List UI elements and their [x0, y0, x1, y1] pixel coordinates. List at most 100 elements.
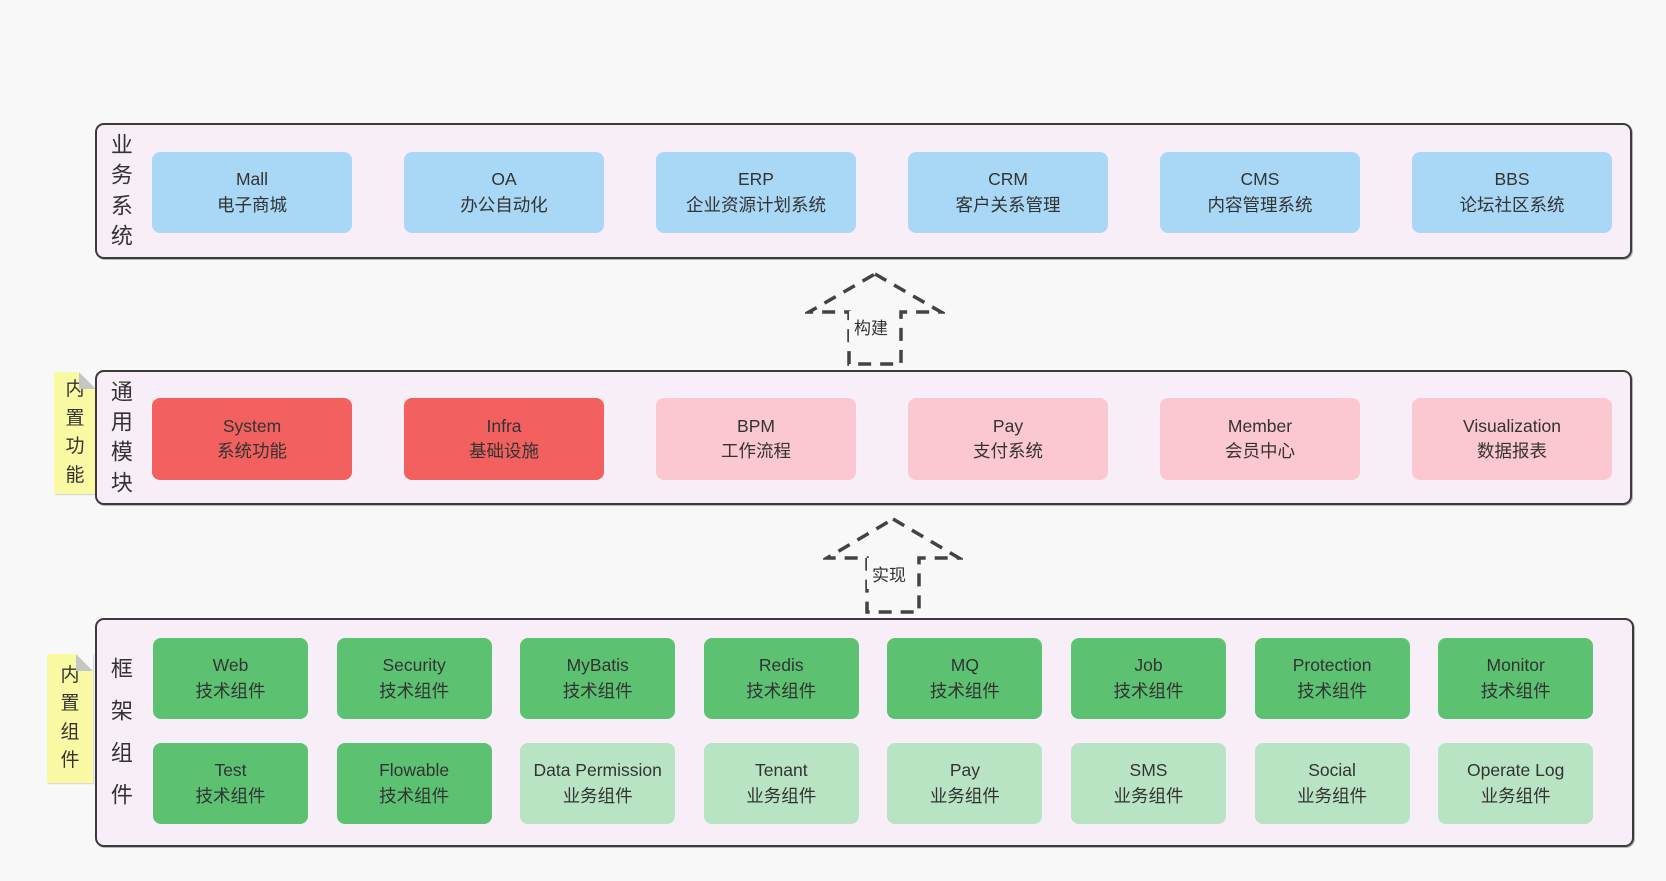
box-pay: Pay 业务组件 — [887, 743, 1043, 824]
layer-common-modules: 通用模块 System 系统功能 Infra 基础设施 BPM 工作流程 Pay 支付系统 Me… — [95, 370, 1632, 505]
box-system: System 系统功能 — [152, 398, 352, 480]
box-title: ERP — [738, 169, 774, 190]
box-mq: MQ 技术组件 — [887, 638, 1043, 719]
box-title: MQ — [950, 655, 979, 676]
box-subtitle: 业务组件 — [1113, 785, 1184, 806]
box-title: Protection — [1292, 655, 1372, 676]
box-protection: Protection 技术组件 — [1254, 638, 1410, 719]
box-subtitle: 技术组件 — [1480, 680, 1551, 701]
box-mall: Mall 电子商城 — [152, 152, 352, 233]
box-web: Web 技术组件 — [153, 638, 308, 719]
box-title: BBS — [1494, 169, 1530, 190]
sticky-note-text: 内置功能 — [65, 379, 85, 486]
box-social: Social 业务组件 — [1254, 743, 1410, 824]
box-data-permission: Data Permission 业务组件 — [520, 743, 676, 824]
layer-label: 通用模块 — [110, 378, 133, 495]
sticky-note-builtin-features: 内置功能 — [54, 372, 96, 494]
box-sms: SMS 业务组件 — [1071, 743, 1226, 824]
box-title: Mall — [235, 169, 269, 190]
layer-label: 业务系统 — [110, 132, 133, 249]
box-title: Pay — [992, 415, 1024, 436]
box-title: Job — [1134, 655, 1163, 676]
box-subtitle: 技术组件 — [1297, 680, 1368, 701]
box-flowable: Flowable 技术组件 — [336, 743, 492, 824]
box-visualization: Visualization 数据报表 — [1412, 398, 1612, 480]
box-title: OA — [491, 169, 517, 190]
box-title: MyBatis — [566, 655, 629, 676]
box-member: Member 会员中心 — [1160, 398, 1360, 480]
layer-business-systems: 业务系统 Mall 电子商城 OA 办公自动化 ERP 企业资源计划系统 CRM 客户关系管理… — [95, 123, 1632, 259]
box-title: Flowable — [379, 760, 450, 781]
box-title: SMS — [1129, 760, 1168, 781]
box-subtitle: 企业资源计划系统 — [686, 194, 826, 215]
arrow-build-label: 构建 — [849, 311, 893, 342]
box-subtitle: 电子商城 — [217, 194, 287, 215]
box-mybatis: MyBatis 技术组件 — [520, 638, 676, 719]
box-subtitle: 客户关系管理 — [955, 194, 1061, 215]
box-title: Monitor — [1486, 655, 1545, 676]
box-subtitle: 技术组件 — [929, 680, 1000, 701]
box-job: Job 技术组件 — [1071, 638, 1226, 719]
box-operate-log: Operate Log 业务组件 — [1438, 743, 1594, 824]
box-title: CRM — [988, 169, 1028, 190]
box-subtitle: 内容管理系统 — [1207, 194, 1313, 215]
box-subtitle: 技术组件 — [746, 680, 817, 701]
layer-boxes: System 系统功能 Infra 基础设施 BPM 工作流程 Pay 支付系统 Member 会… — [97, 372, 1630, 503]
box-title: Social — [1308, 760, 1356, 781]
sticky-note-builtin-components: 内置组件 — [47, 654, 93, 783]
box-subtitle: 业务组件 — [1297, 785, 1368, 806]
sticky-fold-cut — [79, 372, 96, 389]
box-bbs: BBS 论坛社区系统 — [1412, 152, 1612, 233]
box-title: Test — [214, 760, 247, 781]
box-title: Pay — [949, 760, 980, 781]
box-subtitle: 系统功能 — [217, 441, 287, 461]
box-subtitle: 技术组件 — [195, 785, 266, 806]
box-subtitle: 工作流程 — [721, 441, 791, 461]
box-subtitle: 技术组件 — [379, 680, 450, 701]
box-subtitle: 技术组件 — [379, 785, 450, 806]
box-subtitle: 业务组件 — [746, 785, 817, 806]
box-title: Infra — [486, 415, 522, 436]
box-title: Operate Log — [1467, 760, 1565, 781]
box-subtitle: 业务组件 — [929, 785, 1000, 806]
box-cms: CMS 内容管理系统 — [1160, 152, 1360, 233]
box-subtitle: 办公自动化 — [460, 194, 548, 215]
box-test: Test 技术组件 — [153, 743, 308, 824]
sticky-fold-cut — [76, 654, 93, 671]
box-subtitle: 论坛社区系统 — [1459, 194, 1565, 215]
box-subtitle: 技术组件 — [195, 680, 266, 701]
box-title: Data Permission — [533, 760, 662, 781]
box-tenant: Tenant 业务组件 — [703, 743, 859, 824]
box-subtitle: 技术组件 — [562, 680, 633, 701]
box-title: Redis — [758, 655, 804, 676]
box-subtitle: 业务组件 — [1480, 785, 1551, 806]
box-pay: Pay 支付系统 — [908, 398, 1108, 480]
box-subtitle: 数据报表 — [1477, 441, 1547, 461]
arrow-implement-icon — [823, 516, 963, 614]
box-subtitle: 支付系统 — [973, 441, 1043, 461]
box-security: Security 技术组件 — [336, 638, 492, 719]
arrow-implement-label: 实现 — [867, 558, 911, 589]
layer-label: 框架组件 — [110, 656, 133, 808]
box-subtitle: 业务组件 — [562, 785, 633, 806]
box-title: System — [222, 415, 282, 436]
box-crm: CRM 客户关系管理 — [908, 152, 1108, 233]
box-erp: ERP 企业资源计划系统 — [656, 152, 856, 233]
sticky-note-text: 内置组件 — [60, 664, 80, 772]
box-title: CMS — [1240, 169, 1280, 190]
box-title: Visualization — [1463, 415, 1561, 436]
layer-boxes: Mall 电子商城 OA 办公自动化 ERP 企业资源计划系统 CRM 客户关系管理 CMS 内容… — [97, 125, 1630, 257]
box-subtitle: 基础设施 — [469, 441, 539, 461]
box-oa: OA 办公自动化 — [404, 152, 604, 233]
box-redis: Redis 技术组件 — [703, 638, 859, 719]
box-subtitle: 会员中心 — [1225, 441, 1295, 461]
box-title: Tenant — [755, 760, 808, 781]
box-title: BPM — [737, 415, 775, 436]
box-title: Web — [212, 655, 249, 676]
box-title: Member — [1227, 415, 1293, 436]
box-title: Security — [382, 655, 446, 676]
box-subtitle: 技术组件 — [1113, 680, 1184, 701]
